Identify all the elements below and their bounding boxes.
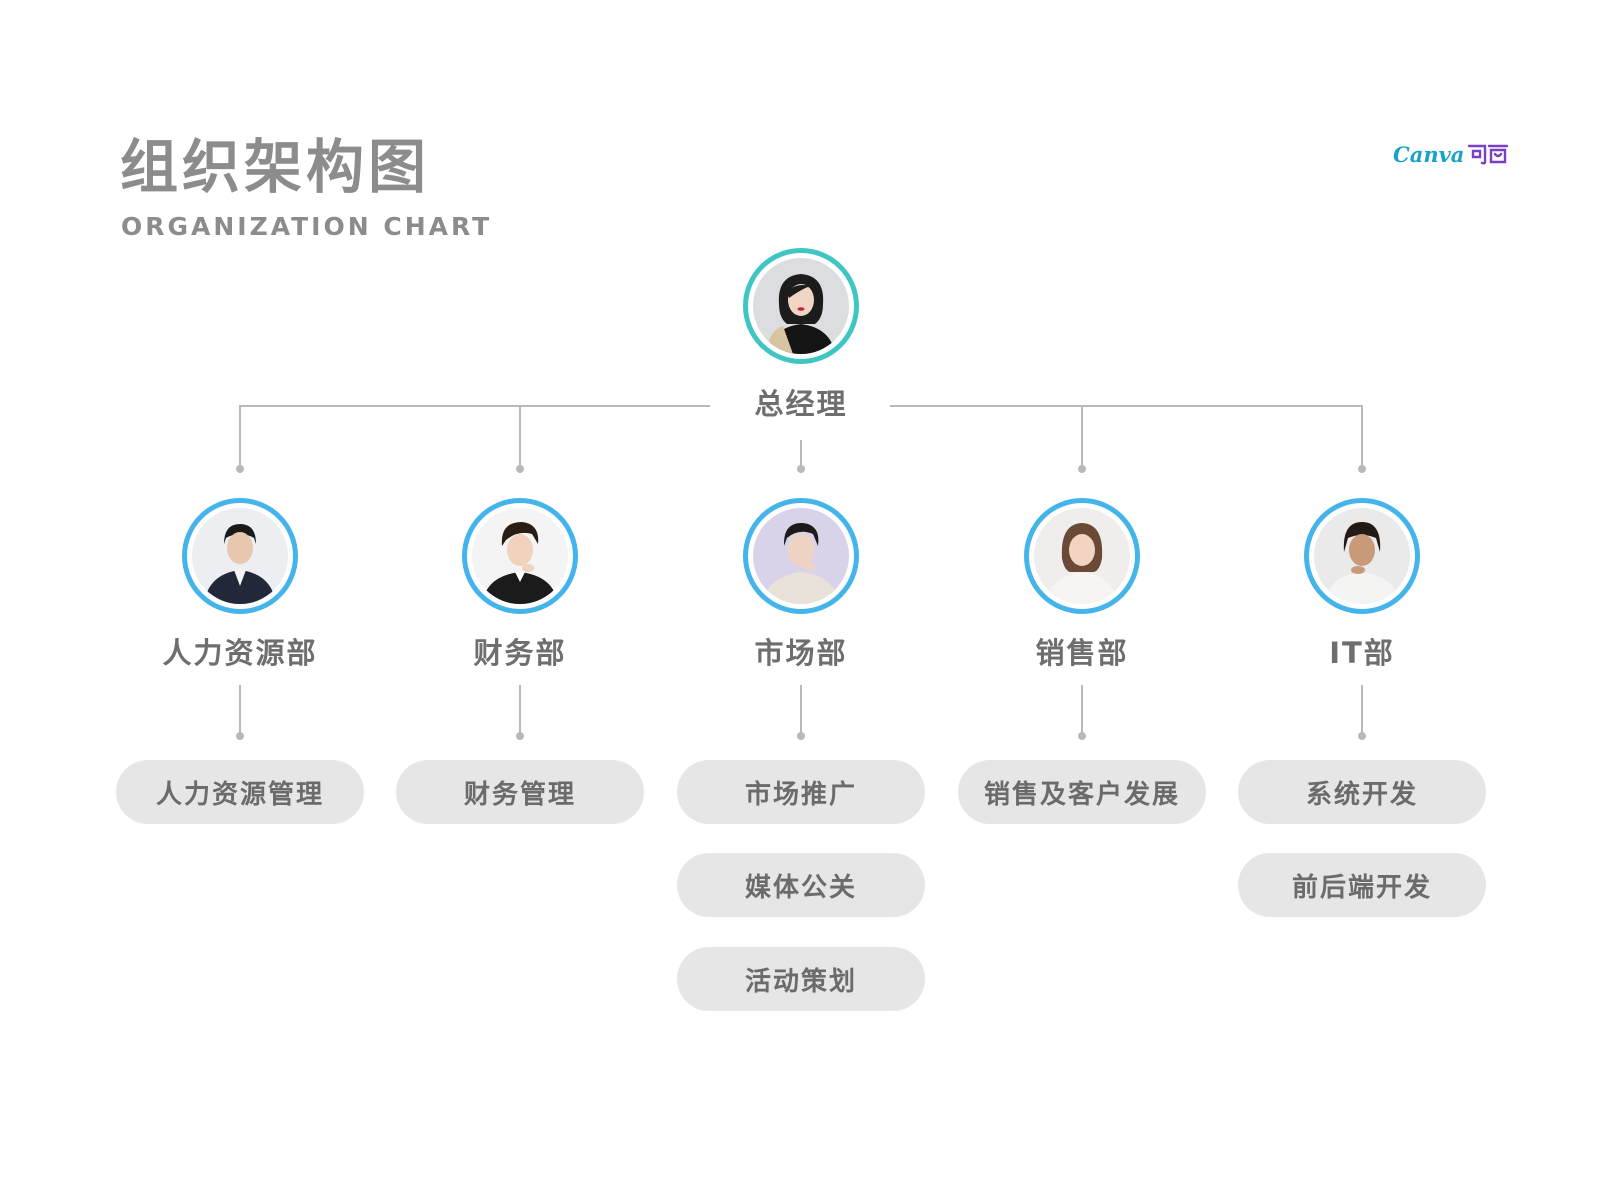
canva-logo: Canva (1393, 138, 1509, 170)
avatar-it (1304, 498, 1420, 614)
avatar-sales (1024, 498, 1140, 614)
avatar-marketing (743, 498, 859, 614)
dept-item-marketing-3: 活动策划 (677, 947, 925, 1011)
dept-label-sales: 销售部 (1035, 636, 1129, 670)
connector-dot (1078, 732, 1086, 740)
connector-dot (797, 732, 805, 740)
connector-dot (1358, 732, 1366, 740)
dept-label-it: IT部 (1329, 636, 1395, 670)
connector-dot (797, 465, 805, 473)
dept-item-marketing-1: 市场推广 (677, 760, 925, 824)
general-manager-label: 总经理 (754, 387, 848, 421)
connector-dot (516, 465, 524, 473)
logo-cn-mark (1468, 144, 1509, 165)
dept-item-it-2: 前后端开发 (1238, 853, 1486, 917)
connector-right (890, 405, 1363, 466)
dept-label-finance: 财务部 (473, 636, 567, 670)
avatar-finance (462, 498, 578, 614)
connector-dot (236, 465, 244, 473)
dept-item-hr-1: 人力资源管理 (116, 760, 364, 824)
connector-dot (236, 732, 244, 740)
dept-label-hr: 人力资源部 (162, 636, 318, 670)
avatar-hr (182, 498, 298, 614)
dept-item-it-1: 系统开发 (1238, 760, 1486, 824)
page-subtitle: ORGANIZATION CHART (121, 212, 493, 241)
connector-dot (1358, 465, 1366, 473)
dept-item-sales-1: 销售及客户发展 (958, 760, 1206, 824)
page-title: 组织架构图 (120, 133, 431, 201)
dept-item-finance-1: 财务管理 (396, 760, 644, 824)
dept-label-marketing: 市场部 (754, 636, 848, 670)
connector-left (239, 405, 710, 466)
avatar-general-manager (743, 248, 859, 364)
connector-dot (1078, 465, 1086, 473)
connector-dot (516, 732, 524, 740)
dept-item-marketing-2: 媒体公关 (677, 853, 925, 917)
logo-wordmark: Canva (1393, 141, 1465, 167)
